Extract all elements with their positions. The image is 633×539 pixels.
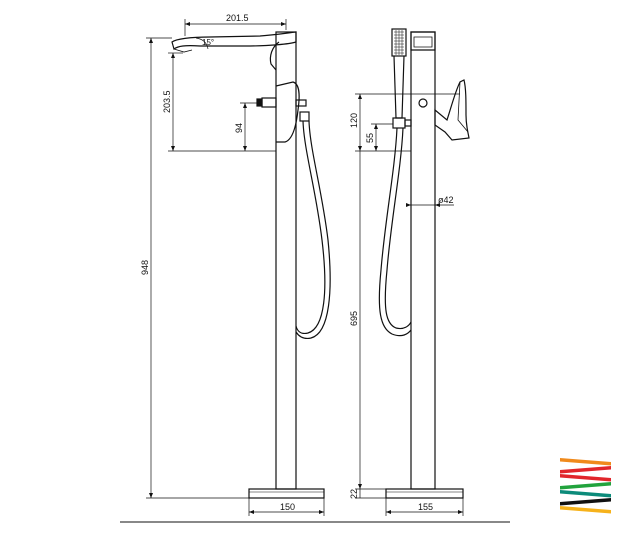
front-hose	[295, 120, 326, 335]
hand-shower-handle	[393, 55, 405, 119]
dim-base-height: 22	[349, 489, 359, 499]
logo-stripe	[560, 458, 611, 466]
dim-handle-offset: 94	[234, 123, 244, 133]
dim-total-height: 948	[140, 260, 150, 275]
dim-spout-angle: 15°	[202, 38, 214, 47]
front-base	[248, 488, 325, 499]
dim-pipe-diameter: ø42	[438, 195, 454, 205]
logo-stripe	[560, 466, 611, 474]
front-spout	[171, 31, 297, 51]
hand-shower-head	[391, 28, 407, 57]
logo-stripe	[560, 490, 611, 498]
front-hose-connector	[299, 111, 310, 122]
side-hose	[378, 127, 412, 337]
logo-stripe	[560, 474, 611, 482]
side-lever	[434, 79, 470, 141]
dim-handle-side-offset: 120	[349, 113, 359, 128]
dim-base-width-side: 155	[418, 502, 433, 512]
logo-stripe	[560, 498, 611, 506]
front-pipe	[275, 31, 297, 490]
brand-logo	[560, 458, 611, 514]
front-view	[146, 19, 331, 516]
dim-base-width-front: 150	[280, 502, 295, 512]
dim-spout-reach: 201.5	[226, 13, 249, 23]
dim-body-height: 695	[349, 311, 359, 326]
dim-spout-height: 203.5	[162, 90, 172, 113]
logo-stripe	[560, 482, 611, 490]
logo-stripe	[560, 506, 611, 514]
dim-hose-offset: 55	[365, 133, 375, 143]
side-view	[355, 28, 470, 516]
front-handle-stub	[261, 97, 277, 108]
side-base	[385, 488, 464, 499]
side-pipe	[410, 31, 436, 490]
front-mixer-body	[275, 81, 300, 143]
